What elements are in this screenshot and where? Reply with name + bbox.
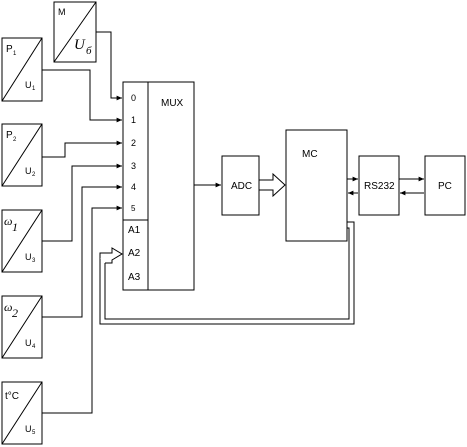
sensor-omega1 xyxy=(1,209,43,273)
adc-label: ADC xyxy=(231,181,252,192)
wire-p1-to-mux-1 xyxy=(42,69,122,123)
mux-address-a3: A3 xyxy=(128,272,141,283)
wire-p2-to-mux-2 xyxy=(42,140,122,158)
sensor-2-top-label: P xyxy=(6,130,13,141)
mux-block xyxy=(122,81,195,291)
wire-m-to-mux-0 xyxy=(96,31,122,101)
sensor-1-bottom-sub: 1 xyxy=(32,86,36,92)
bus-mc-to-mux-address xyxy=(99,221,355,325)
mux-input-4: 4 xyxy=(131,182,136,192)
wire-omega1-to-mux-3 xyxy=(42,163,122,242)
mux-address-a1: A1 xyxy=(128,225,141,236)
sensor-3-bottom-sub: 3 xyxy=(32,258,36,264)
arrow-adc-to-mc xyxy=(258,172,286,198)
pc-label: PC xyxy=(438,181,452,192)
mc-label: MC xyxy=(302,149,318,160)
mux-input-3: 3 xyxy=(131,161,136,171)
sensor-4-bottom-label: U xyxy=(25,338,32,348)
pc-block xyxy=(424,155,466,216)
sensor-m-top-label: M xyxy=(58,7,66,17)
mux-input-5: 5 xyxy=(131,204,136,213)
sensor-p1 xyxy=(1,37,43,102)
sensor-2-bottom-label: U xyxy=(25,166,32,176)
mux-input-1: 1 xyxy=(131,115,136,125)
mux-input-0: 0 xyxy=(131,93,136,103)
sensor-3-top-sub: 1 xyxy=(12,220,18,234)
sensor-5-bottom-sub: 5 xyxy=(32,430,36,436)
sensor-3-bottom-label: U xyxy=(25,252,32,262)
sensor-2-bottom-sub: 2 xyxy=(32,172,36,178)
mux-input-2: 2 xyxy=(131,138,136,148)
wire-temp-to-mux-5 xyxy=(42,205,122,414)
sensor-5-bottom-label: U xyxy=(25,424,32,434)
sensor-p2 xyxy=(1,123,43,187)
mc-block xyxy=(285,129,348,242)
sensor-4-bottom-sub: 4 xyxy=(32,344,36,350)
mux-label: MUX xyxy=(161,98,184,109)
sensor-m-bottom-sub: б xyxy=(86,45,92,57)
sensor-5-top-label: t°C xyxy=(5,391,19,402)
sensor-1-top-label: P xyxy=(6,44,13,55)
sensor-1-bottom-label: U xyxy=(25,80,32,90)
sensor-omega2 xyxy=(1,295,43,359)
sensor-4-top-label: ω xyxy=(4,300,12,314)
sensor-3-top-label: ω xyxy=(4,214,12,228)
rs232-block xyxy=(358,155,400,216)
rs232-label: RS232 xyxy=(364,181,395,192)
sensor-m xyxy=(53,1,97,63)
wire-omega2-to-mux-4 xyxy=(42,184,122,318)
sensor-m-bottom-label: U xyxy=(74,37,86,53)
adc-block xyxy=(221,155,260,216)
sensor-4-top-sub: 2 xyxy=(12,306,18,320)
mux-address-a2: A2 xyxy=(128,248,141,259)
sensor-1-top-sub: 1 xyxy=(13,51,17,57)
sensor-2-top-sub: 2 xyxy=(13,137,17,143)
